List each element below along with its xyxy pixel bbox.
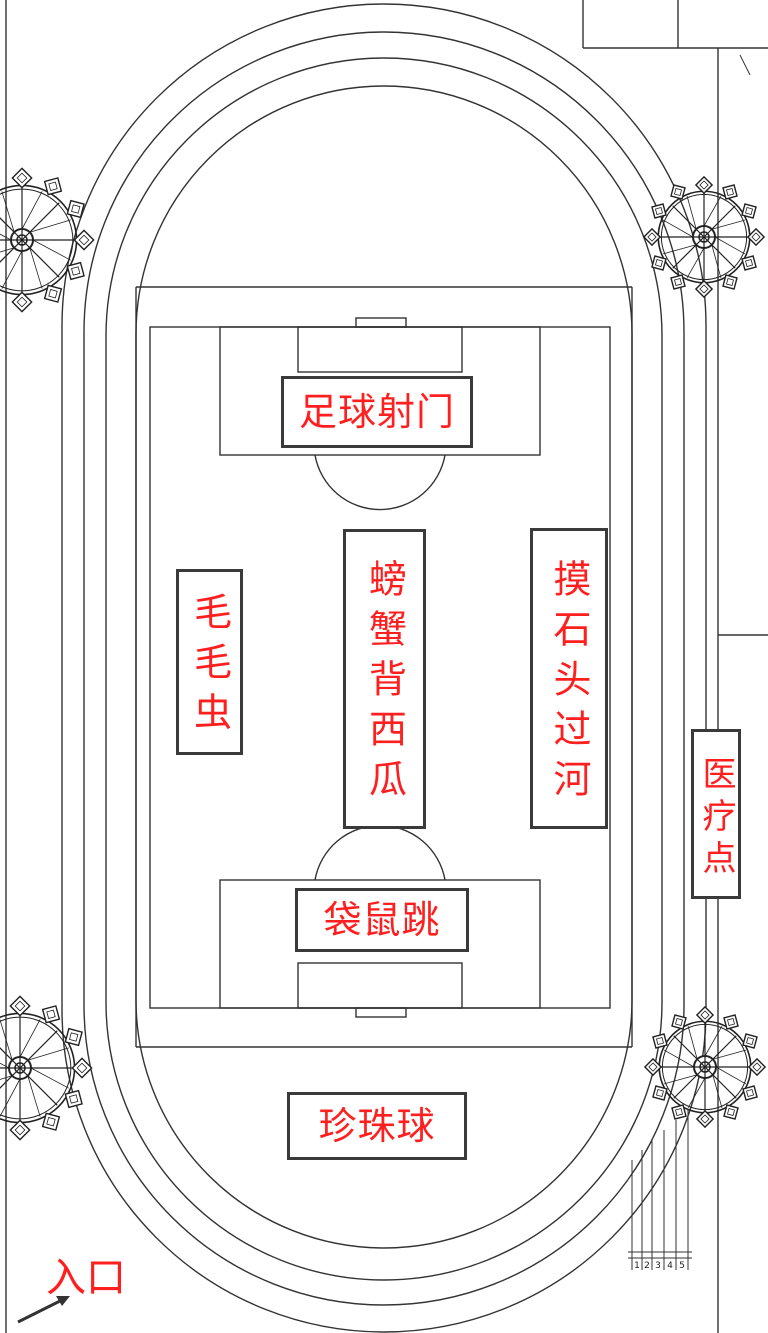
site-boundary [5, 0, 768, 1333]
station-football-shooting[interactable]: 足球射门 [281, 376, 473, 448]
ferris-wheel-seating-icon [0, 167, 95, 313]
station-label: 足球射门 [298, 390, 455, 434]
lane-number: 4 [667, 1261, 673, 1271]
station-label: 医疗点 [696, 756, 736, 882]
lane-number: 2 [644, 1261, 650, 1271]
seating-stands [0, 167, 767, 1141]
medical-point[interactable]: 医疗点 [691, 729, 741, 899]
station-label: 珍珠球 [318, 1104, 436, 1148]
inner-field [135, 286, 633, 1048]
station-crab-carry-watermelon[interactable]: 螃蟹背西瓜 [343, 529, 426, 829]
ferris-wheel-seating-icon [642, 175, 766, 299]
station-label: 袋鼠跳 [323, 898, 441, 942]
station-pearl-ball[interactable]: 珍珠球 [287, 1092, 467, 1160]
lane-number: 5 [679, 1261, 685, 1271]
lane-markings [628, 1110, 692, 1270]
station-label: 螃蟹背西瓜 [362, 559, 407, 809]
arrow-icon [17, 1296, 70, 1324]
ferris-wheel-seating-icon [0, 995, 93, 1141]
station-cross-river-stones[interactable]: 摸石头过河 [530, 528, 608, 829]
entrance-label: 入口 [46, 1255, 126, 1301]
station-kangaroo-jump[interactable]: 袋鼠跳 [295, 888, 469, 952]
station-label: 毛毛虫 [187, 592, 232, 742]
station-caterpillar[interactable]: 毛毛虫 [176, 569, 243, 755]
station-label: 摸石头过河 [547, 558, 591, 809]
lane-number: 1 [634, 1261, 640, 1271]
ferris-wheel-seating-icon [643, 1005, 767, 1129]
lane-number: 3 [655, 1261, 661, 1271]
